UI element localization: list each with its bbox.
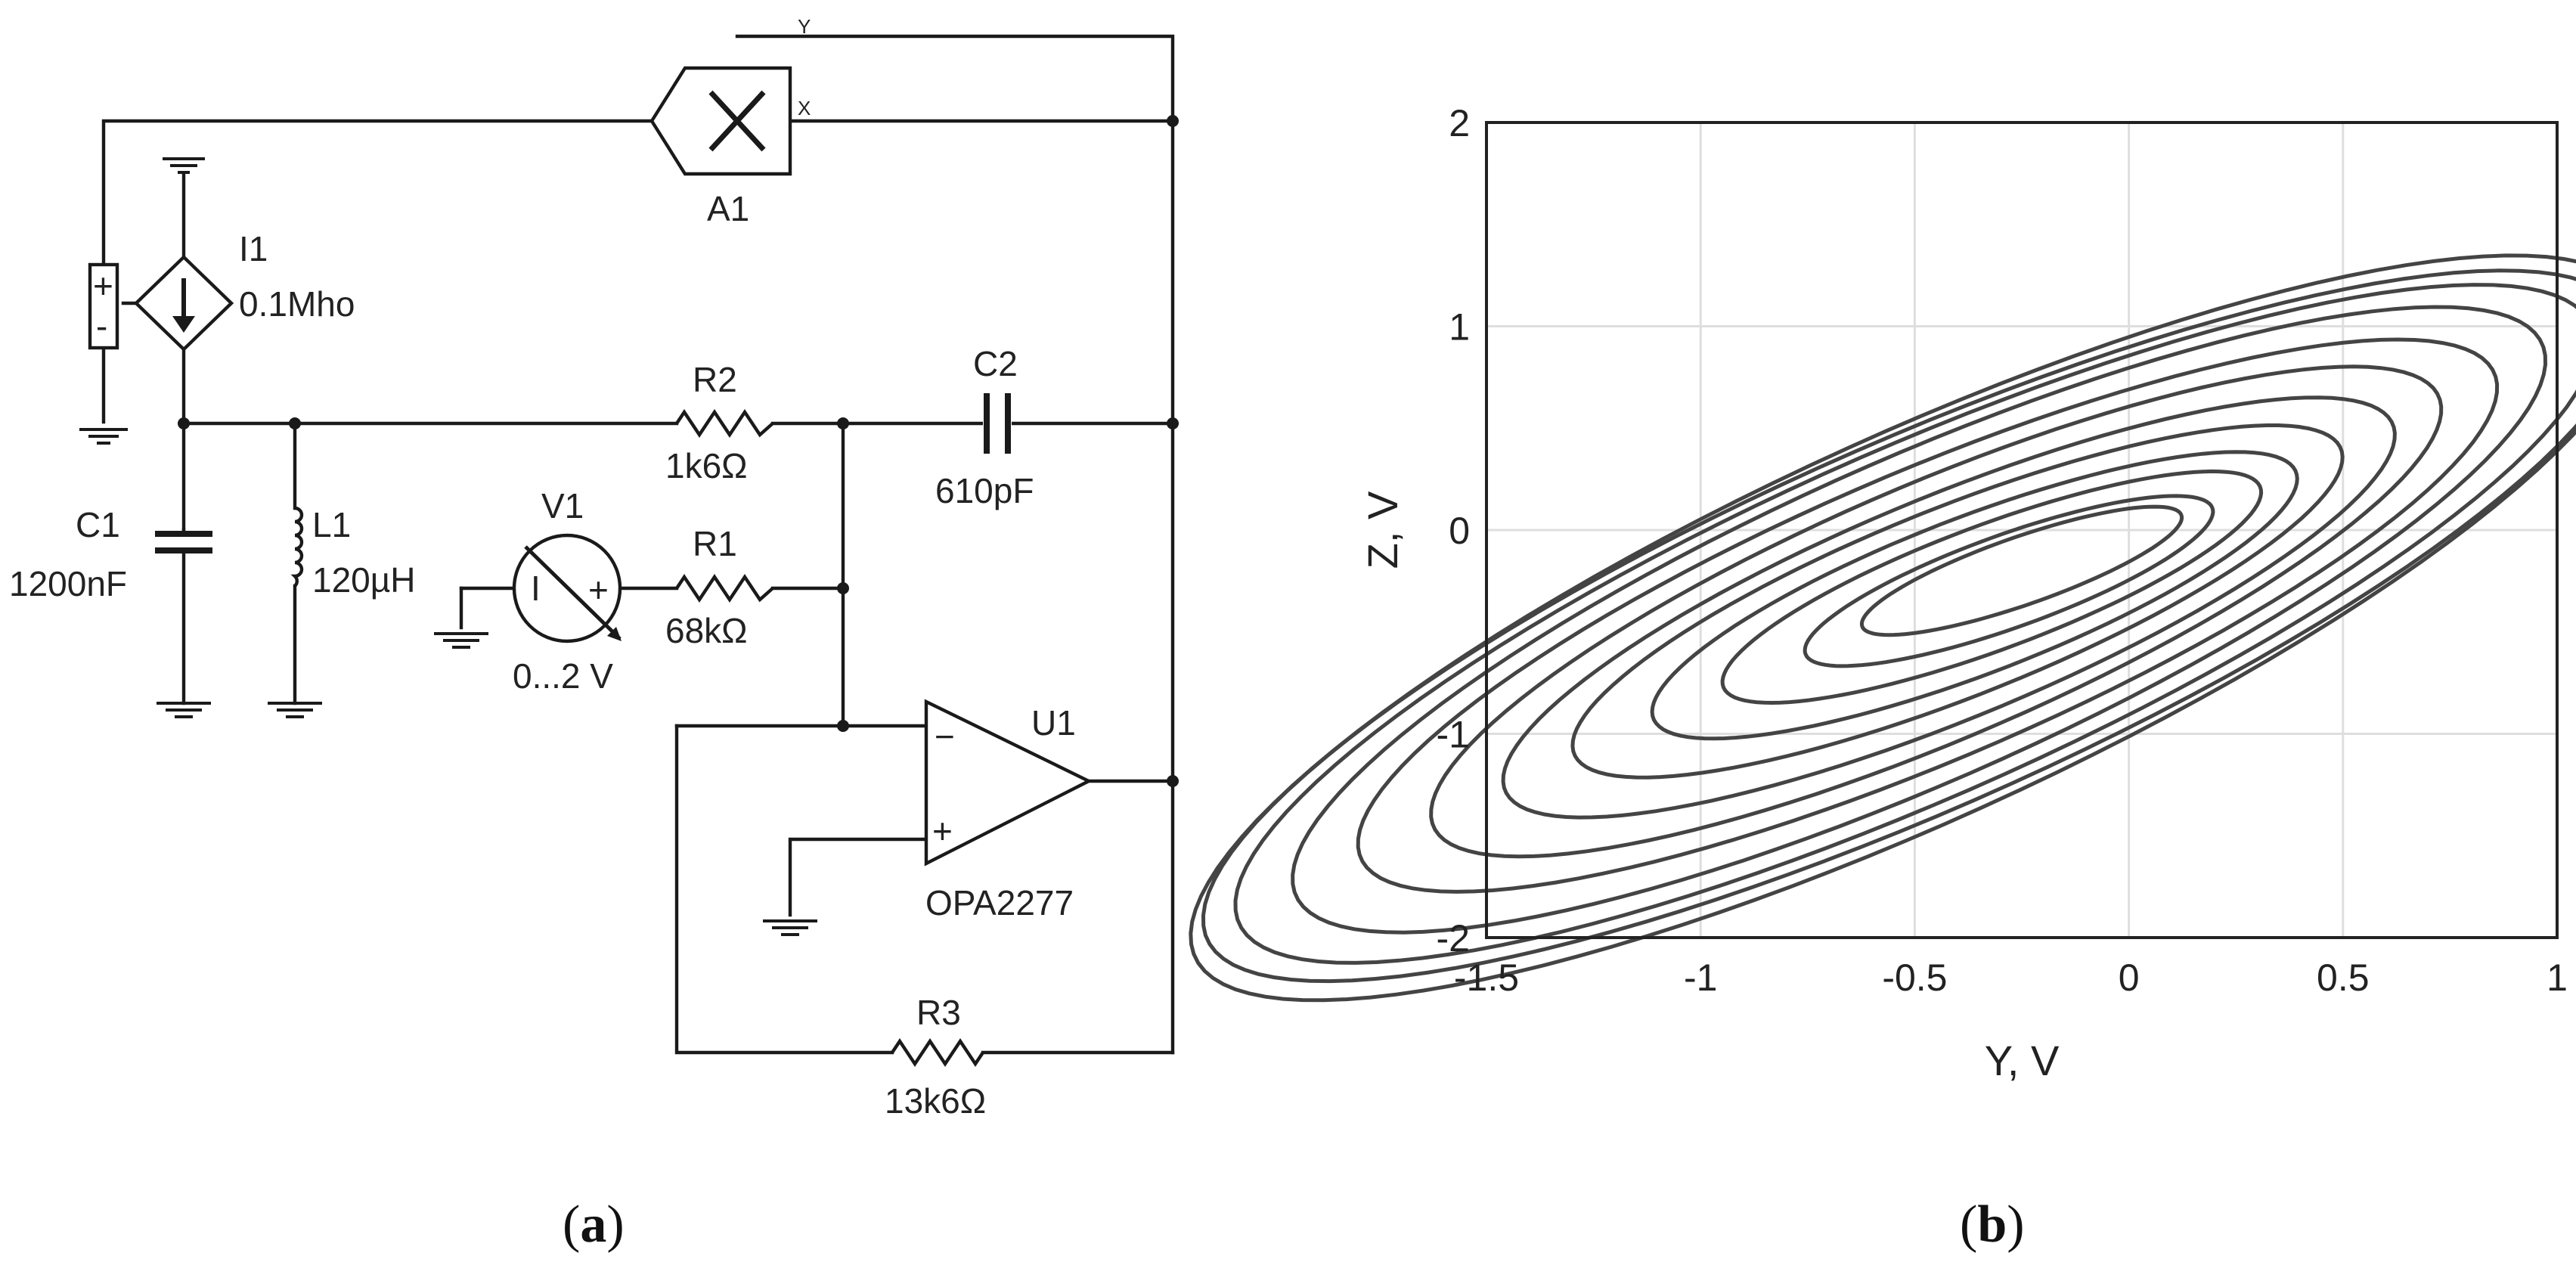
x-axis-label: Y, V xyxy=(1985,1037,2060,1084)
caption-a: (a) xyxy=(563,1195,625,1254)
junction-dots xyxy=(178,115,1179,787)
ground-icon xyxy=(79,428,128,445)
v1-minus: I xyxy=(531,569,541,608)
y-tick-label: 2 xyxy=(1449,102,1470,144)
trajectory-loop xyxy=(1501,395,2397,820)
r3-value: 13k6Ω xyxy=(885,1081,986,1121)
current-source-value: 0.1Mho xyxy=(239,284,355,324)
caption-b-letter: b xyxy=(1977,1195,2007,1254)
x-tick-label: -1.5 xyxy=(1454,957,1519,999)
r1-name: R1 xyxy=(693,524,737,563)
c1-value: 1200nF xyxy=(9,564,127,603)
circuit-schematic: Y X A1 + - I1 0.1Mho xyxy=(9,15,1179,1254)
ground-icon xyxy=(434,632,488,649)
x-tick-label: 1 xyxy=(2547,957,2568,999)
trajectory-loop xyxy=(1356,337,2500,894)
l1-name: L1 xyxy=(312,505,351,544)
multiplier-x-label: X xyxy=(798,97,811,119)
y-tick-label: 1 xyxy=(1449,306,1470,349)
resistor-r2: R2 1k6Ω xyxy=(665,360,774,485)
multiplier-y-label: Y xyxy=(798,15,811,38)
phase-portrait: -1.5 -1 -0.5 0 0.5 1 -2 -1 0 1 2 Y, V Z, V (b) xyxy=(1189,102,2576,1254)
x-tick-label: 0.5 xyxy=(2317,957,2370,999)
trajectory-loop xyxy=(1650,450,2299,741)
trajectory-loop xyxy=(1720,469,2264,705)
r2-name: R2 xyxy=(693,360,737,399)
trajectory-loop xyxy=(1291,305,2548,935)
sense-element: + - xyxy=(88,262,119,350)
y-tick-label: -1 xyxy=(1437,714,1470,756)
caption-b: (b) xyxy=(1960,1195,2025,1254)
svg-text:(a): (a) xyxy=(563,1195,625,1254)
ground-icon xyxy=(763,919,817,936)
r2-value: 1k6Ω xyxy=(665,446,748,485)
plot-frame xyxy=(1485,121,2559,939)
u1-part: OPA2277 xyxy=(925,883,1074,922)
v1-name: V1 xyxy=(541,486,584,526)
multiplier-a1: Y X A1 xyxy=(649,15,811,228)
ground-icon xyxy=(157,702,211,718)
trajectory-loop xyxy=(1233,283,2576,965)
l1-value: 120µH xyxy=(312,560,415,600)
x-tick-label: -0.5 xyxy=(1882,957,1947,999)
trajectory-loop xyxy=(1859,504,2184,637)
ground-icons xyxy=(79,157,817,936)
wires xyxy=(101,34,1175,1055)
x-tick-label: -1 xyxy=(1684,957,1717,999)
trajectory-loop xyxy=(1429,364,2444,859)
trajectory-loop xyxy=(1201,268,2576,984)
capacitor-c2: C2 610pF xyxy=(935,344,1034,510)
voltage-source-v1: I + V1 0...2 V xyxy=(512,486,622,696)
trajectory-loop xyxy=(1189,253,2576,1003)
trajectory-loop xyxy=(1803,494,2215,668)
c2-name: C2 xyxy=(973,344,1018,383)
ground-icon xyxy=(268,702,322,718)
u1-minus: − xyxy=(935,717,955,756)
grid-lines xyxy=(1485,121,2559,939)
current-source-name: I1 xyxy=(239,229,268,268)
capacitor-c1: C1 1200nF xyxy=(9,505,216,603)
x-tick-labels: -1.5 -1 -0.5 0 0.5 1 xyxy=(1454,957,2568,999)
inductor-l1: L1 120µH xyxy=(290,505,415,600)
multiplier-name: A1 xyxy=(707,189,749,228)
y-tick-labels: -2 -1 0 1 2 xyxy=(1437,102,1470,960)
caption-a-letter: a xyxy=(580,1195,606,1254)
ground-icon xyxy=(163,157,205,174)
current-source-i1: I1 0.1Mho xyxy=(133,229,355,352)
r3-name: R3 xyxy=(916,993,961,1032)
trajectory-loop xyxy=(1570,423,2345,780)
resistor-r1: R1 68kΩ xyxy=(665,524,774,650)
v1-value: 0...2 V xyxy=(513,656,613,696)
r1-value: 68kΩ xyxy=(665,611,748,650)
opamp-u1: − + U1 OPA2277 xyxy=(924,699,1093,922)
resistor-r3: R3 13k6Ω xyxy=(885,993,986,1121)
u1-name: U1 xyxy=(1031,703,1076,743)
sense-minus: - xyxy=(96,306,107,346)
trajectory xyxy=(1189,253,2576,1003)
c2-value: 610pF xyxy=(935,471,1034,510)
y-tick-label: -2 xyxy=(1437,917,1470,960)
y-axis-label: Z, V xyxy=(1359,491,1406,569)
svg-text:(b): (b) xyxy=(1960,1195,2025,1254)
c1-name: C1 xyxy=(76,505,120,544)
x-tick-label: 0 xyxy=(2119,957,2140,999)
sense-plus: + xyxy=(93,266,113,305)
y-tick-label: 0 xyxy=(1449,510,1470,552)
v1-plus: + xyxy=(588,570,609,609)
u1-plus: + xyxy=(932,811,953,851)
